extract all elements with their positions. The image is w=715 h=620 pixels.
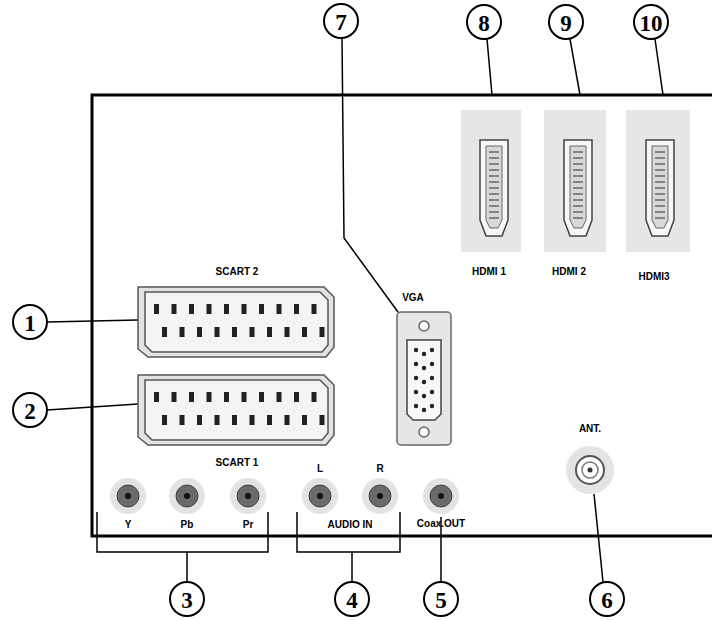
callout-number: 7 [335,11,347,34]
port-label: L [317,464,323,474]
port-label: HDMI 2 [552,267,586,277]
callout-number: 1 [24,312,36,335]
vga-connector [397,312,451,445]
callout-number: 9 [560,12,572,35]
port-label: R [376,464,383,474]
port-label: HDMI3 [638,272,669,282]
callout-number: 8 [478,12,490,35]
port-label: AUDIO IN [328,520,373,530]
port-label: Y [125,520,132,530]
hdmi-ports [461,110,690,252]
antenna-socket [566,446,614,494]
port-label: HDMI 1 [472,267,506,277]
callout-number: 10 [640,12,663,35]
callout-number: 5 [435,589,447,612]
callout-number: 2 [24,400,36,423]
port-label: ANT. [579,424,601,434]
panel-outline [92,95,712,536]
port-label: Coax.OUT [417,519,465,529]
port-label: VGA [402,293,424,303]
callout-number: 6 [601,589,613,612]
port-label: SCART 2 [216,267,259,277]
port-label: Pr [243,520,254,530]
callout-number: 3 [181,589,193,612]
callout-number: 4 [346,589,358,612]
port-label: SCART 1 [216,458,259,468]
scart-connectors [138,287,334,445]
port-label: Pb [181,520,194,530]
rca-jacks [110,478,459,514]
